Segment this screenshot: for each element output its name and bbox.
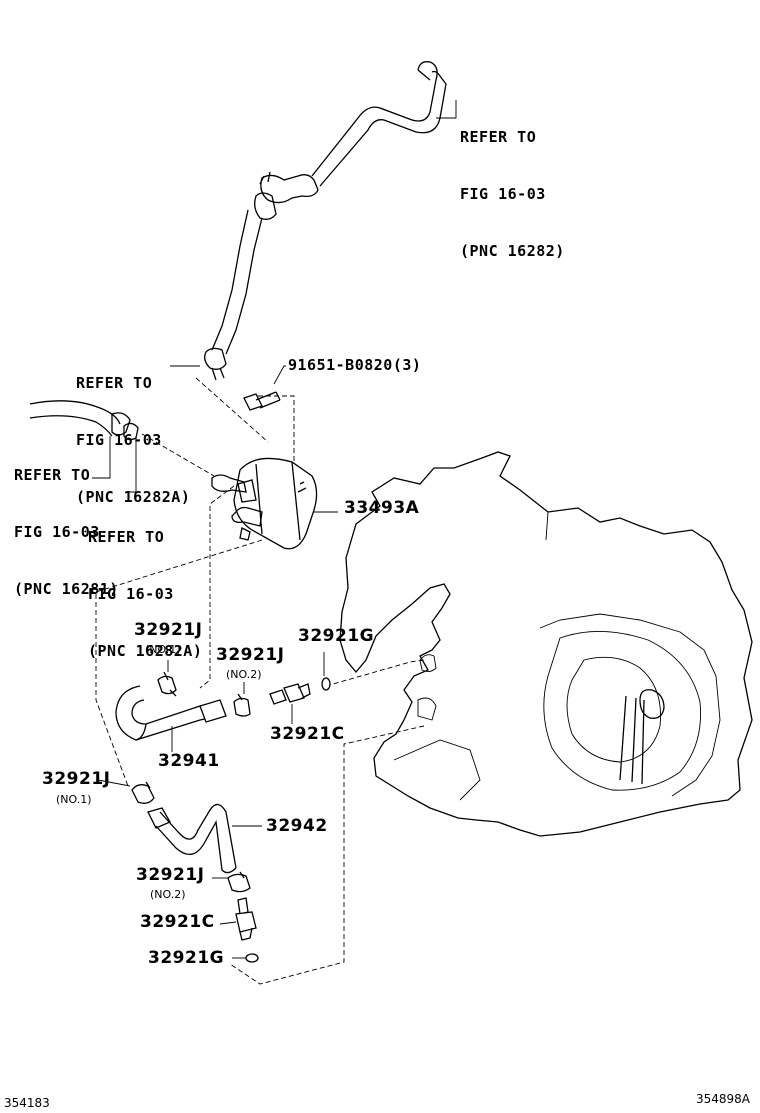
ref-line: (PNC 16282A) — [76, 488, 191, 506]
o-ring-top-drawing — [321, 677, 331, 691]
part-label-cooler: 33493A — [344, 498, 420, 518]
part-label-hose-32941: 32941 — [158, 751, 220, 771]
ref-line: REFER TO — [14, 466, 91, 484]
clamp-j1-low-drawing — [131, 781, 155, 804]
ref-label-pnc-16282a-top: REFER TO FIG 16-03 (PNC 16282A) — [76, 336, 190, 526]
hose-32942-drawing — [147, 803, 237, 874]
part-sublabel-clamp-j2-low: (NO.2) — [150, 888, 186, 901]
ref-line: FIG 16-03 — [88, 585, 174, 603]
upper-hose — [204, 61, 447, 381]
union-top-drawing — [269, 683, 311, 705]
part-label-union-top: 32921C — [270, 724, 345, 744]
diagram-code-left: 354183 — [4, 1096, 50, 1110]
part-label-clamp-j2-top: 32921J — [216, 645, 285, 665]
ref-line: (PNC 16281) — [14, 580, 119, 598]
part-label-bolt: 91651-B0820(3) — [288, 356, 422, 374]
part-sublabel-clamp-j2-top: (NO.2) — [226, 668, 262, 681]
ref-label-pnc-16281: REFER TO FIG 16-03 (PNC 16281) — [14, 428, 119, 618]
part-label-hose-32942: 32942 — [266, 816, 328, 836]
ref-label-pnc-16282: REFER TO FIG 16-03 (PNC 16282) — [460, 90, 565, 280]
part-label-union-low: 32921C — [140, 912, 215, 932]
part-label-clamp-j1-low: 32921J — [42, 769, 111, 789]
diagram-code-right: 354898A — [696, 1092, 751, 1106]
ref-line: REFER TO — [460, 128, 537, 146]
part-label-o-ring-top: 32921G — [298, 626, 375, 646]
hose-32941-drawing — [115, 685, 227, 741]
oil-cooler-drawing — [211, 457, 318, 550]
ref-line: (PNC 16282A) — [88, 642, 203, 660]
ref-line: FIG 16-03 — [14, 523, 100, 541]
transmission-drawing — [339, 451, 753, 837]
ref-line: REFER TO — [76, 374, 153, 392]
ref-label-pnc-16282a-low: REFER TO FIG 16-03 (PNC 16282A) — [88, 490, 202, 680]
part-label-clamp-j2-low: 32921J — [136, 865, 205, 885]
part-label-clamp-j1-top: 32921J — [134, 620, 203, 640]
part-sublabel-clamp-j1-low: (NO.1) — [56, 793, 92, 806]
clamp-j1-top-drawing — [157, 671, 177, 697]
clamp-j2-top-drawing — [233, 693, 251, 717]
bolt-drawing — [243, 391, 281, 411]
ref-line: REFER TO — [88, 528, 165, 546]
ref-line: (PNC 16282) — [460, 242, 565, 260]
o-ring-low-drawing — [245, 953, 259, 963]
union-low-drawing — [235, 897, 257, 941]
ref-line: FIG 16-03 — [460, 185, 546, 203]
part-label-o-ring-low: 32921G — [148, 948, 225, 968]
part-sublabel-clamp-j1-top: (NO.1) — [145, 643, 181, 656]
clamp-j2-low-drawing — [227, 871, 251, 893]
ref-line: FIG 16-03 — [76, 431, 162, 449]
